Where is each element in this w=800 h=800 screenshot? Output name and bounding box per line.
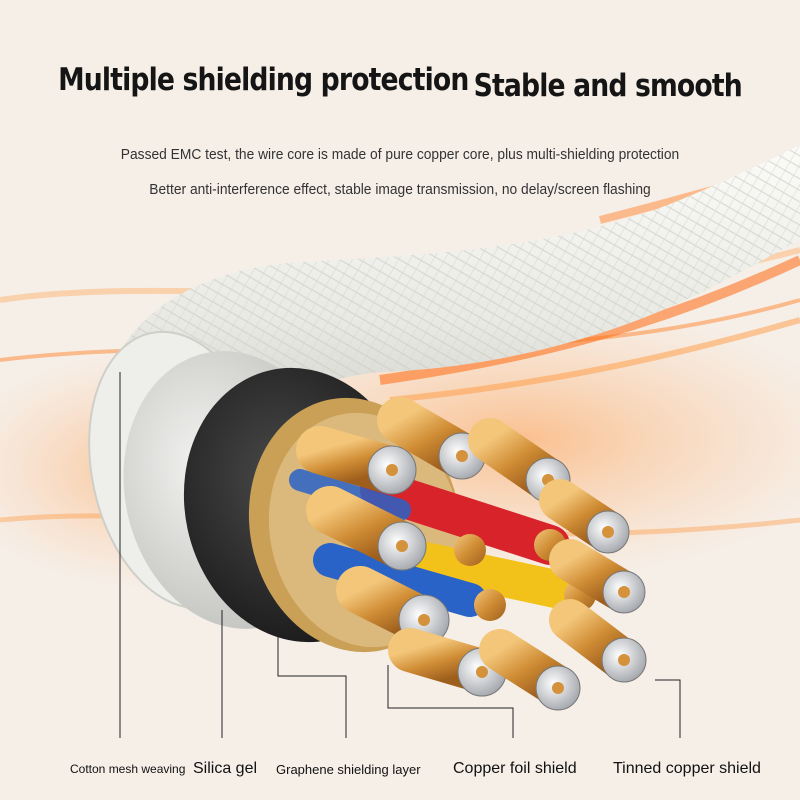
callout-cotton-mesh: Cotton mesh weaving	[70, 762, 186, 776]
yellow-wire	[401, 541, 579, 609]
blue-wire	[313, 543, 487, 617]
headline-part1: Multiple shielding protection	[58, 62, 469, 98]
callout-silica-gel: Silica gel	[193, 760, 258, 777]
callout-graphene: Graphene shielding layer	[276, 762, 421, 777]
headline-part2: Stable and smooth	[473, 68, 743, 104]
subtitle-line2: Better anti-interference effect, stable …	[149, 181, 651, 198]
red-wire	[360, 470, 570, 565]
callout-copper-foil: Copper foil shield	[453, 760, 577, 777]
callout-tinned-copper: Tinned copper shield	[613, 760, 761, 777]
subtitle-line1: Passed EMC test, the wire core is made o…	[120, 146, 680, 163]
